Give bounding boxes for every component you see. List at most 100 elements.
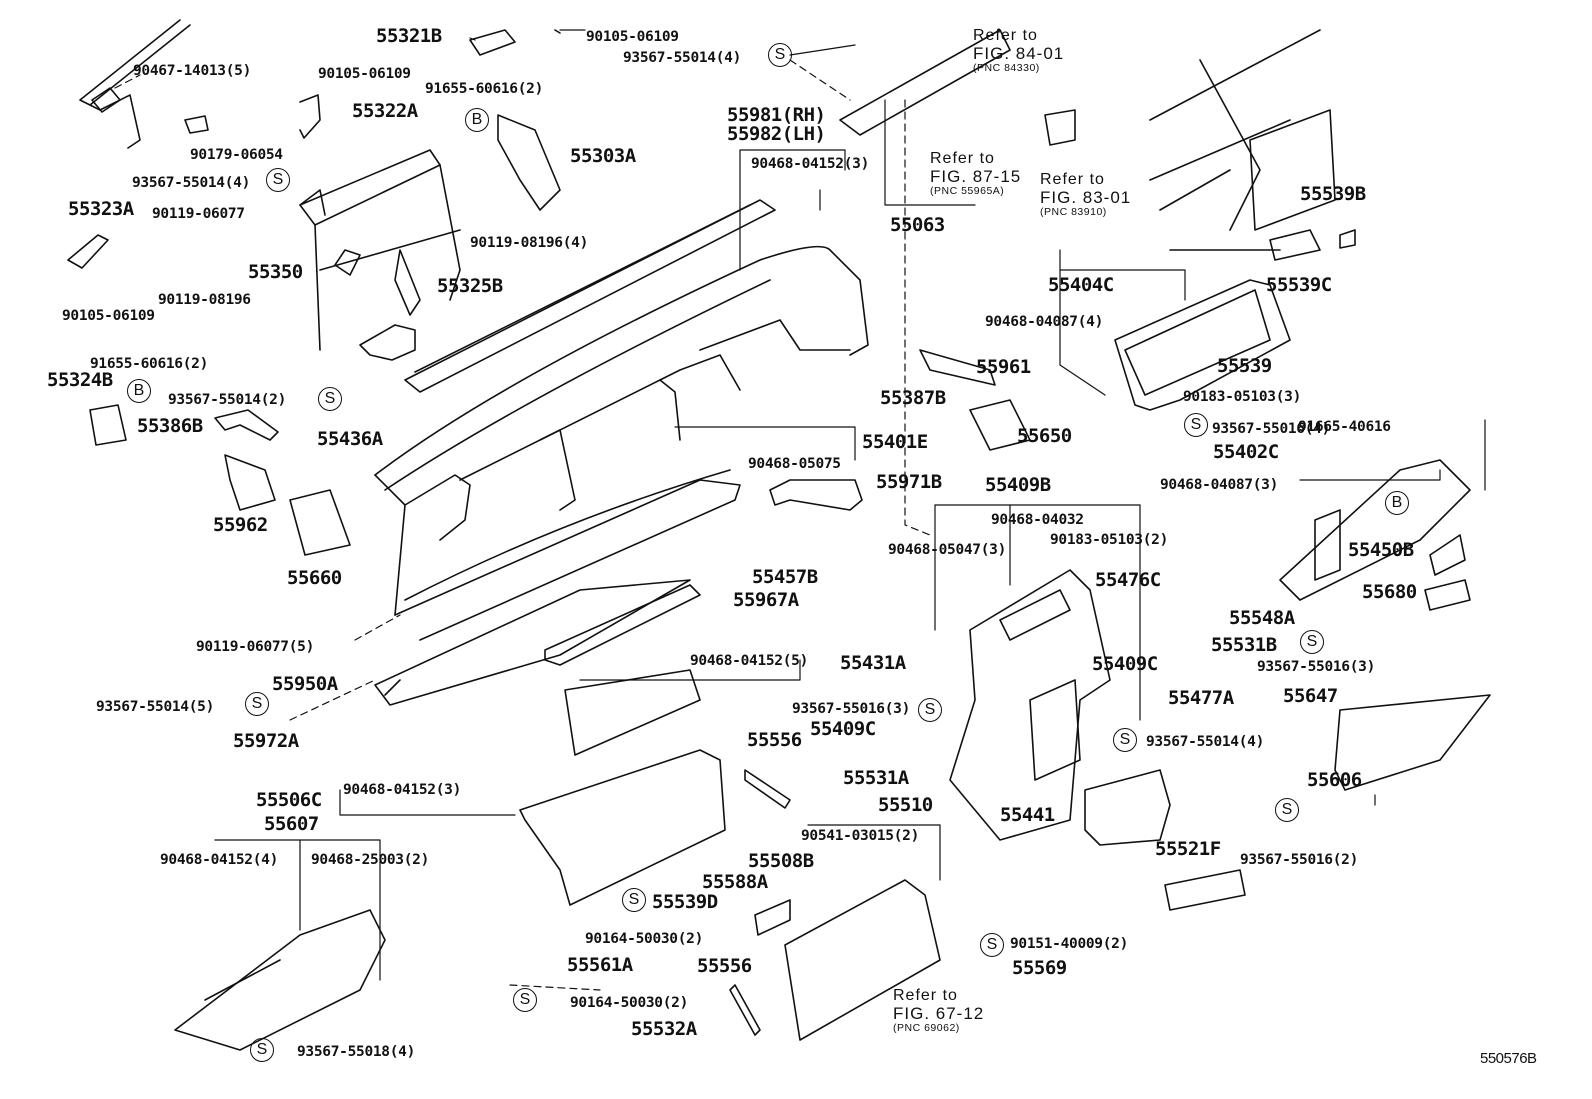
symbol-s-circle: S [918, 698, 942, 722]
part-label-55972A: 55972A [233, 730, 299, 752]
part-label-90541-03015: 90541-03015(2) [801, 828, 920, 844]
reference-line1: Refer to [893, 987, 958, 1004]
part-label-90119-08196: 90119-08196 [158, 292, 251, 308]
part-label-55322A: 55322A [352, 100, 418, 122]
reference-line3: (PNC 55965A) [930, 184, 1005, 197]
part-instrument-panel-drawing [374, 245, 869, 616]
part-label-55409B: 55409B [985, 474, 1051, 496]
reference-line3: (PNC 83910) [1040, 205, 1107, 218]
part-label-55647: 55647 [1283, 685, 1338, 707]
part-label-90119-08196: 90119-08196(4) [470, 235, 589, 251]
part-label-55539: 55539 [1217, 355, 1272, 377]
symbol-s-circle: S [980, 933, 1004, 957]
part-label-55431A: 55431A [840, 652, 906, 674]
part-label-55521F: 55521F [1155, 838, 1221, 860]
part-label-90468-05047: 90468-05047(3) [888, 542, 1007, 558]
part-label-93567-55014: 93567-55014(4) [132, 175, 251, 191]
part-label-55450B: 55450B [1348, 539, 1414, 561]
reference-line2: FIG. 87-15 [930, 166, 1022, 186]
part-label-90105-06109: 90105-06109 [586, 29, 679, 45]
symbol-b-circle: B [1385, 491, 1409, 515]
part-label-55531A: 55531A [843, 767, 909, 789]
part-label-90183-05103: 90183-05103(3) [1183, 389, 1302, 405]
reference-note-fig-67-12: Refer to FIG. 67-12 (PNC 69062) [893, 987, 984, 1034]
part-label-55323A: 55323A [68, 198, 134, 220]
part-label-93567-55014: 93567-55014(2) [168, 392, 287, 408]
reference-note-fig-84-01: Refer to FIG. 84-01 (PNC 84330) [973, 27, 1065, 74]
part-label-55556: 55556 [747, 729, 802, 751]
reference-line1: Refer to [973, 27, 1038, 44]
part-label-55350: 55350 [248, 261, 303, 283]
part-label-55660: 55660 [287, 567, 342, 589]
part-label-55441: 55441 [1000, 804, 1055, 826]
part-label-55476C: 55476C [1095, 569, 1161, 591]
reference-note-fig-87-15: Refer to FIG. 87-15 (PNC 55965A) [930, 150, 1022, 197]
part-label-93567-55014: 93567-55014(5) [96, 699, 215, 715]
symbol-s-circle: S [1113, 728, 1137, 752]
part-label-93567-55016: 93567-55016(3) [792, 701, 911, 717]
part-label-90468-04152: 90468-04152(3) [751, 156, 870, 172]
part-label-90164-50030: 90164-50030(2) [585, 931, 704, 947]
part-label-55982-lh: 55982(LH) [727, 123, 826, 145]
part-label-55561A: 55561A [567, 954, 633, 976]
part-label-91655-60616: 91655-60616(2) [425, 81, 544, 97]
part-duct-55607-drawing [174, 909, 386, 1051]
reference-line2: FIG. 83-01 [1040, 187, 1132, 207]
part-cluster-55404C-drawing [1114, 279, 1291, 411]
part-label-90151-40009: 90151-40009(2) [1010, 936, 1129, 952]
part-defroster-nozzle-drawing [404, 199, 776, 393]
part-label-90164-50030: 90164-50030(2) [570, 995, 689, 1011]
vehicle-body-outline-drawing [1149, 29, 1336, 251]
part-label-55402C: 55402C [1213, 441, 1279, 463]
part-label-55436A: 55436A [317, 428, 383, 450]
part-label-90105-06109: 90105-06109 [62, 308, 155, 324]
part-label-93567-55016: 93567-55016(3) [1257, 659, 1376, 675]
part-label-55548A: 55548A [1229, 607, 1295, 629]
part-label-55386B: 55386B [137, 415, 203, 437]
symbol-s-circle: S [1184, 413, 1208, 437]
symbol-s-circle: S [266, 168, 290, 192]
part-label-55569: 55569 [1012, 957, 1067, 979]
part-label-55063: 55063 [890, 214, 945, 236]
part-label-55409C: 55409C [810, 718, 876, 740]
part-label-55556: 55556 [697, 955, 752, 977]
part-label-91665-40616: 91665-40616 [1298, 419, 1391, 435]
part-label-55531B: 55531B [1211, 634, 1277, 656]
part-label-90179-06054: 90179-06054 [190, 147, 283, 163]
part-label-55404C: 55404C [1048, 274, 1114, 296]
part-label-55409C: 55409C [1092, 653, 1158, 675]
part-label-55532A: 55532A [631, 1018, 697, 1040]
part-duct-55971B-drawing [769, 479, 863, 511]
symbol-s-circle: S [513, 988, 537, 1012]
symbol-s-circle: S [245, 692, 269, 716]
part-label-55401E: 55401E [862, 431, 928, 453]
part-label-55539B: 55539B [1300, 183, 1366, 205]
reference-note-fig-83-01: Refer to FIG. 83-01 (PNC 83910) [1040, 171, 1132, 218]
part-label-93567-55014: 93567-55014(4) [623, 50, 742, 66]
reference-line2: FIG. 84-01 [973, 43, 1065, 63]
reference-line3: (PNC 84330) [973, 61, 1040, 74]
part-label-90468-25003: 90468-25003(2) [311, 852, 430, 868]
part-label-90468-04152: 90468-04152(3) [343, 782, 462, 798]
part-label-90468-05075: 90468-05075 [748, 456, 841, 472]
part-label-55506C: 55506C [256, 789, 322, 811]
part-glove-box-drawing [509, 669, 941, 1041]
part-label-55477A: 55477A [1168, 687, 1234, 709]
part-label-55680: 55680 [1362, 581, 1417, 603]
part-label-90468-04152: 90468-04152(5) [690, 653, 809, 669]
part-label-90105-06109: 90105-06109 [318, 66, 411, 82]
symbol-s-circle: S [318, 387, 342, 411]
part-label-93567-55016: 93567-55016(2) [1240, 852, 1359, 868]
part-label-90183-05103: 90183-05103(2) [1050, 532, 1169, 548]
symbol-b-circle: B [465, 108, 489, 132]
figure-code: 550576B [1480, 1050, 1537, 1067]
part-label-90119-06077: 90119-06077(5) [196, 639, 315, 655]
symbol-s-circle: S [622, 888, 646, 912]
part-label-55971B: 55971B [876, 471, 942, 493]
part-label-55650: 55650 [1017, 425, 1072, 447]
reference-line1: Refer to [930, 150, 995, 167]
part-label-55950A: 55950A [272, 673, 338, 695]
leader-lines [214, 29, 1486, 981]
part-label-55325B: 55325B [437, 275, 503, 297]
